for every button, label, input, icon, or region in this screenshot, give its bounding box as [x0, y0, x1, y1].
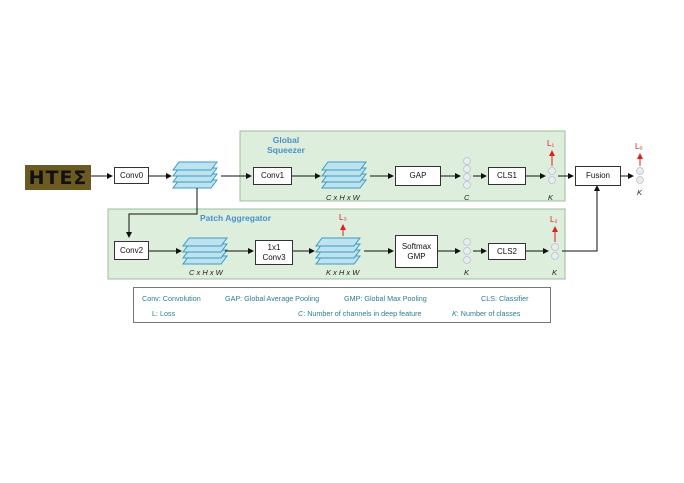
- legend-c: C: Number of channels in deep feature: [298, 309, 421, 318]
- legend-c-text: : Number of channels in deep feature: [303, 309, 422, 318]
- dim-top-c: C: [464, 193, 470, 202]
- feature-stack-bot2: [315, 237, 361, 265]
- softmax-gmp-block: Softmax GMP: [395, 235, 438, 268]
- feature-stack-top: [321, 161, 367, 189]
- loss-arrows: [340, 150, 643, 242]
- loss-l1: L₁: [547, 139, 555, 148]
- loss-lout: Lₒ: [635, 142, 643, 151]
- neurons-bot-k2: [551, 243, 559, 260]
- neurons-bot-k1: [463, 238, 471, 264]
- legend-loss: L: Loss: [152, 309, 176, 318]
- global-squeezer-title: Global Squeezer: [267, 135, 305, 156]
- legend-gap: GAP: Global Average Pooling: [225, 294, 320, 303]
- dim-bot-k1: K: [464, 268, 470, 277]
- feature-stack-conv0: [172, 161, 218, 189]
- legend: Conv: Convolution GAP: Global Average Po…: [133, 287, 551, 323]
- dim-bot-feature2: K x H x W: [326, 268, 360, 277]
- input-image-text: HTEΣ: [28, 166, 88, 189]
- dim-top-k: K: [548, 193, 554, 202]
- dim-bot-feature1: C x H x W: [189, 268, 223, 277]
- neurons-top-c: [463, 157, 471, 189]
- dim-top-feature: C x H x W: [326, 193, 360, 202]
- dim-bot-k2: K: [552, 268, 558, 277]
- conv3-block: 1x1 Conv3: [255, 240, 293, 265]
- conv2-block: Conv2: [114, 241, 149, 260]
- cls2-block: CLS2: [488, 243, 526, 260]
- loss-l2: L₂: [550, 215, 558, 224]
- cls1-block: CLS1: [488, 167, 526, 185]
- neurons-top-k: [548, 167, 556, 184]
- legend-conv: Conv: Convolution: [142, 294, 201, 303]
- input-image: HTEΣ: [25, 165, 91, 190]
- legend-c-symbol: C: [298, 309, 304, 318]
- neurons-out-k: [636, 167, 644, 184]
- dim-out-k: K: [637, 188, 643, 197]
- connections: [91, 173, 634, 254]
- loss-l3: L₃: [339, 213, 347, 222]
- legend-k-text: : Number of classes: [456, 309, 521, 318]
- feature-stack-bot1: [182, 237, 228, 265]
- legend-gmp: GMP: Global Max Pooling: [344, 294, 427, 303]
- conv0-block: Conv0: [114, 167, 149, 184]
- patch-aggregator-title: Patch Aggregator: [200, 213, 272, 223]
- legend-k-symbol: K: [452, 309, 457, 318]
- legend-cls: CLS: Classifier: [481, 294, 529, 303]
- gap-block: GAP: [395, 166, 441, 186]
- legend-k: K: Number of classes: [452, 309, 520, 318]
- conv1-block: Conv1: [253, 167, 292, 185]
- fusion-block: Fusion: [575, 166, 621, 186]
